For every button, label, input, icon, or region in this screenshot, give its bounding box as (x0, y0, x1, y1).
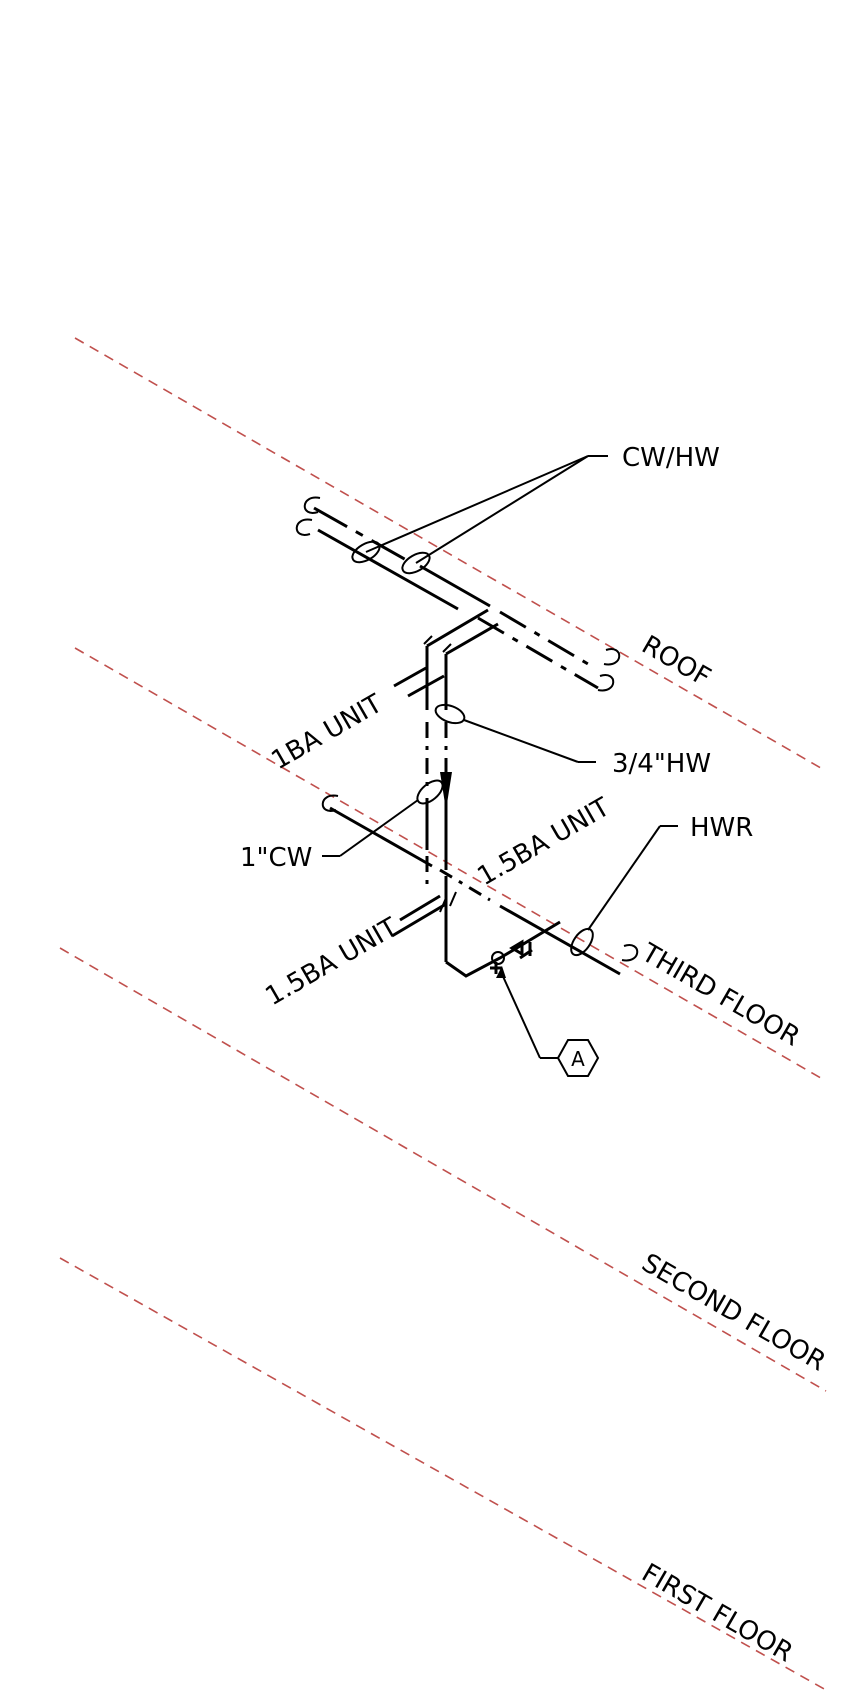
pipe-size-marker-cw (351, 540, 381, 564)
third-floor-branch (321, 779, 639, 976)
second-floor-level-line (59, 947, 827, 1392)
pipe-break-right-roof (597, 648, 621, 692)
pipe-size-marker-hwr (570, 927, 594, 957)
hw-3-4-label: 3/4"HW (612, 749, 711, 779)
hwr-label: HWR (690, 813, 753, 843)
first-floor-label: FIRST FLOOR (637, 1558, 798, 1668)
hw-3-4-leader (463, 719, 596, 763)
third-floor-level-line (74, 647, 827, 1082)
second-floor-label: SECOND FLOOR (637, 1248, 831, 1377)
branch-15ba-unit-lower (391, 891, 457, 938)
unit-1ba-label: 1BA UNIT (267, 689, 388, 776)
roof-label: ROOF (637, 630, 716, 693)
pipe-size-marker-1-cw (416, 779, 444, 805)
valve-symbol (509, 939, 532, 957)
tag-a-callout (496, 966, 600, 1077)
tag-a-hexagon (556, 1039, 600, 1077)
cw-hw-leader (365, 455, 608, 564)
first-floor-level-line (59, 1257, 827, 1691)
pump-symbol (491, 951, 505, 965)
cw-1-label: 1"CW (240, 843, 312, 873)
unit-15ba-lower-label: 1.5BA UNIT (261, 912, 404, 1012)
return-loop-pump-assembly (445, 920, 561, 978)
third-floor-label: THIRD FLOOR (636, 938, 805, 1053)
branch-1ba-unit (393, 666, 445, 698)
tag-a-label: A (571, 1047, 585, 1071)
pipe-break-left-roof (295, 496, 321, 536)
unit-15ba-upper-label: 1.5BA UNIT (473, 792, 616, 892)
pipe-break-left-third (321, 794, 339, 812)
roof-cw-hw-main (295, 496, 621, 692)
hwr-leader (587, 825, 678, 931)
cw-hw-label: CW/HW (622, 443, 720, 473)
roof-level-line (74, 337, 827, 772)
flow-arrow (440, 772, 452, 810)
pipe-size-marker-3-4-hw (434, 703, 466, 725)
pipe-break-right-third (621, 944, 639, 962)
cw-1-leader (322, 799, 419, 857)
